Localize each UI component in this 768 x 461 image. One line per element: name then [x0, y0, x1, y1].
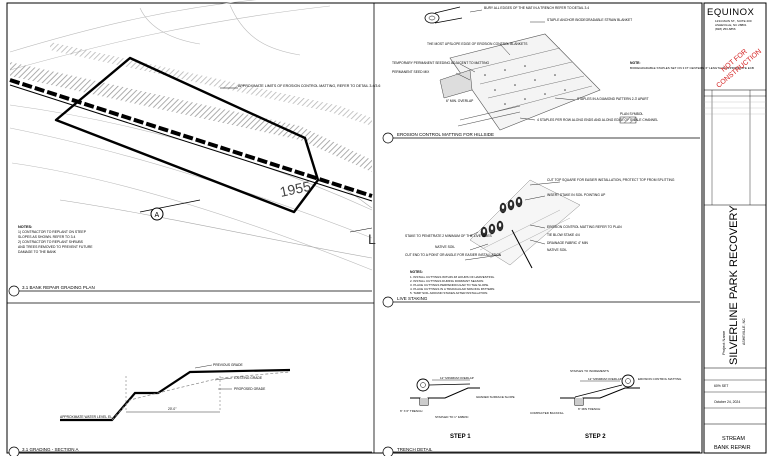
trench-s1-slope: GRADED SURFACE SLOPE: [476, 395, 515, 399]
ls-label-9: NATIVE SOIL: [547, 248, 567, 252]
trench-step1: STEP 1: [450, 434, 471, 440]
emd-note-title: NOTE:: [630, 61, 641, 65]
company-address-3: (828) 253-6856: [715, 27, 736, 31]
emd-label-7: STAPLES IN A DIAMOND PATTERN 2-3' APART: [577, 97, 649, 101]
emd-title: EROSION CONTROL MATTING FOR HILLSIDE: [397, 132, 494, 137]
emd-label-1: BURY ALL EDGES OF THE MAT IN A TRENCH RE…: [484, 6, 589, 10]
erosion-limit-boundary: [54, 56, 320, 214]
trench-s2-trench: 6" MIN TRENCH: [578, 407, 600, 411]
ls-label-4: NATIVE SOIL: [435, 245, 455, 249]
trench-s1-overlap: 12" MINIMUM OVERLAP: [440, 376, 474, 380]
sheet-title-2: BANK REPAIR: [714, 445, 751, 451]
ls-label-1: CUT TOP SQUARE FOR EASIER INSTALLATION, …: [547, 178, 675, 182]
emd-label-8: 4 STAPLES PER ROW ALONG ENDS AND ALONG E…: [537, 118, 658, 122]
ls-label-8: DRAINAGE FABRIC 4" MIN: [547, 241, 589, 245]
section-title: 3.1 GRADING - SECTION A: [22, 447, 79, 452]
ls-notes-title: NOTES:: [410, 270, 423, 274]
trench-s2-matting: EROSION CONTROL MATTING: [638, 377, 682, 381]
live-staking-detail: CUT TOP SQUARE FOR EASIER INSTALLATION, …: [382, 178, 700, 308]
ls-note-3: 3. PLACE CUTTINGS PERPENDICULAR TO THE S…: [410, 283, 489, 287]
emd-label-2: STAPLE ANCHOR BIODEGRADABLE STRAW BLANKE…: [547, 18, 632, 22]
plan-note-1: 1) CONTRACTOR TO REPLANT ON STEEP: [18, 230, 87, 234]
trench-step2: STEP 2: [585, 434, 606, 440]
project-name: SILVERLINE PARK RECOVERY: [728, 205, 740, 365]
ls-label-7: TIE BLOW STAKE 4/4: [547, 233, 580, 237]
section-marker: [150, 207, 164, 221]
section-marker-label: A: [155, 212, 160, 219]
ls-note-1: 1. INSTALL CUTTINGS WITHIN 48 HOURS OF H…: [410, 275, 495, 279]
trench-s2-overlap: 12" MINIMUM OVERLAP: [588, 377, 622, 381]
sheet-set: 60% SET: [714, 384, 728, 388]
plan-callout-text: APPROXIMATE LIMITS OF EROSION CONTROL MA…: [238, 84, 380, 88]
ls-label-5: CUT END TO A POINT OR ANGLE FOR EASIER I…: [405, 253, 502, 257]
trench-s1-stapled: STAPLED TO 1" FABRIC: [435, 415, 469, 419]
ls-note-2: 2. INSTALL CUTTINGS DURING DORMANT SEASO…: [410, 279, 484, 283]
section-grade-line: [60, 368, 291, 422]
ls-note-4: 4. PLACE CUTTINGS IN A TRIANGULAR SPACIN…: [410, 287, 495, 291]
company-name: EQUINOX: [707, 7, 754, 18]
plan-notes-title: NOTES:: [18, 225, 32, 229]
project-prefix: Project Name: [721, 330, 726, 355]
sheet-date: October 24, 2024: [714, 400, 740, 404]
title-block-border: [703, 2, 767, 454]
section-label-proposed: PROPOSED GRADE: [234, 387, 266, 391]
sheet-border: [6, 2, 703, 454]
plan-note-4: AND TREES REMOVED TO PREVENT FUTURE: [18, 245, 93, 249]
trench-s2-staples: STAPLES TO INCREMENTS: [570, 369, 609, 373]
plan-title: 3.1 BANK REPAIR GRADING PLAN: [22, 285, 95, 290]
plan-edge-glyph: L: [368, 231, 376, 247]
emd-label-5: PERMANENT SEED MIX: [392, 70, 430, 74]
ls-note-5: 5. TAMP SOIL AROUND STAKES AFTER INSTALL…: [410, 291, 488, 295]
grading-section: 20'-0" PREVIOUS GRADE EXISTING GRADE PRO…: [8, 363, 372, 458]
plan-note-5: DAMAGE TO THE BANK: [18, 250, 57, 254]
company-address-2: ASHEVILLE, NC 28801: [715, 23, 747, 27]
emd-plan-symbol: PLAN SYMBOL: [620, 112, 643, 116]
trench-s2-backfill: COMPACTED BACKFILL: [530, 411, 564, 415]
trench-detail: 12" MINIMUM OVERLAP 6" X 6" TRENCH GRADE…: [382, 369, 700, 458]
ls-label-6: EROSION CONTROL MATTING REFER TO PLAN: [547, 225, 622, 229]
trench-s1-trench: 6" X 6" TRENCH: [400, 409, 422, 413]
section-dimension: 20'-0": [168, 407, 177, 411]
ls-label-3: STAKE TO PENETRATE 2 MINIMUM OF THE LIVE…: [405, 234, 493, 238]
section-label-existing: EXISTING GRADE: [234, 376, 263, 380]
section-label-previous: PREVIOUS GRADE: [213, 363, 243, 367]
company-address-1: 1234 MAIN ST., SUITE 200: [715, 19, 752, 23]
grading-plan: APPROXIMATE LIMITS OF EROSION CONTROL MA…: [8, 0, 380, 297]
erosion-matting-detail: BURY ALL EDGES OF THE MAT IN A TRENCH RE…: [382, 6, 754, 144]
plan-note-2: SLOPES AS SHOWN. REFER TO 3.4: [18, 235, 75, 239]
trench-title: TRENCH DETAIL: [397, 447, 433, 452]
ls-label-2: INSERT STAKE IN SOIL POINTING UP: [547, 193, 606, 197]
section-label-water: APPROXIMATE WATER LEVEL EL: [60, 415, 112, 419]
ls-title: LIVE STAKING: [397, 296, 428, 301]
plan-note-3: 2) CONTRACTOR TO REPLANT SHRUBS: [18, 240, 84, 244]
emd-label-3: THE MOST UPSLOPE EDGE OF EROSION CONTROL…: [427, 42, 528, 46]
emd-label-4: TEMPORARY PERMANENT SEEDING ADJACENT TO …: [392, 61, 489, 65]
sheet-title-1: STREAM: [722, 436, 745, 442]
contour-label: 1955: [278, 178, 312, 200]
emd-note: BIODEGRADABLE STAPLES SET ON 3 FT CENTER…: [630, 66, 754, 70]
emd-label-6: 6" MIN. OVERLAP: [446, 99, 474, 103]
project-location: ASHEVILLE, NC: [742, 318, 746, 345]
title-block: EQUINOX 1234 MAIN ST., SUITE 200 ASHEVIL…: [704, 7, 766, 451]
